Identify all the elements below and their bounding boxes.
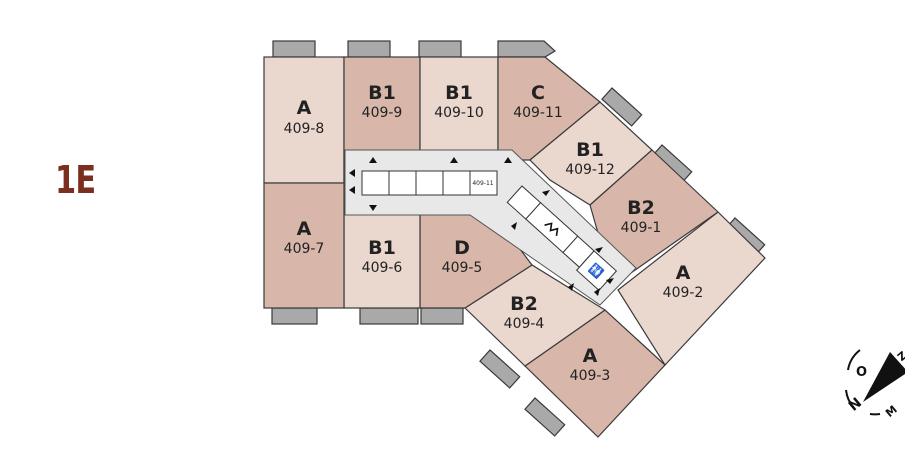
- svg-text:409-12: 409-12: [565, 162, 615, 178]
- svg-text:409-1: 409-1: [621, 220, 662, 236]
- svg-text:A: A: [583, 345, 598, 367]
- svg-text:409-8: 409-8: [284, 121, 325, 137]
- svg-text:409-5: 409-5: [442, 260, 483, 276]
- compass-needle-icon: [863, 352, 905, 402]
- corridor: 409-11 🚻: [344, 149, 637, 306]
- svg-text:B1: B1: [368, 82, 396, 104]
- svg-text:C: C: [531, 82, 545, 104]
- svg-text:409-2: 409-2: [663, 285, 704, 301]
- svg-text:A: A: [297, 218, 312, 240]
- corridor-label: 409-11: [472, 180, 493, 187]
- svg-text:409-6: 409-6: [362, 260, 403, 276]
- svg-text:M: M: [883, 403, 900, 420]
- svg-text:B2: B2: [510, 293, 538, 315]
- svg-text:B1: B1: [576, 139, 604, 161]
- stairs-icon: [544, 222, 559, 236]
- svg-text:409-9: 409-9: [362, 105, 403, 121]
- svg-text:409-10: 409-10: [434, 105, 484, 121]
- svg-text:Z: Z: [895, 349, 905, 364]
- svg-text:O: O: [856, 365, 867, 380]
- direction-arrows: [349, 157, 614, 296]
- svg-text:B2: B2: [627, 197, 655, 219]
- svg-text:D: D: [454, 237, 470, 259]
- floor-label: 1E: [55, 158, 96, 202]
- svg-text:409-3: 409-3: [570, 368, 611, 384]
- svg-text:409-7: 409-7: [284, 241, 325, 257]
- unit-409-2[interactable]: A 409-2: [617, 211, 766, 366]
- balconies: [271, 40, 766, 437]
- svg-text:B1: B1: [368, 237, 396, 259]
- unit-409-4[interactable]: B2 409-4: [464, 264, 607, 367]
- svg-text:A: A: [676, 262, 691, 284]
- svg-text:409-11: 409-11: [513, 105, 563, 121]
- svg-text:A: A: [297, 97, 312, 119]
- svg-text:409-4: 409-4: [504, 316, 545, 332]
- svg-text:B1: B1: [445, 82, 473, 104]
- unit-409-7[interactable]: A 409-7: [263, 182, 345, 309]
